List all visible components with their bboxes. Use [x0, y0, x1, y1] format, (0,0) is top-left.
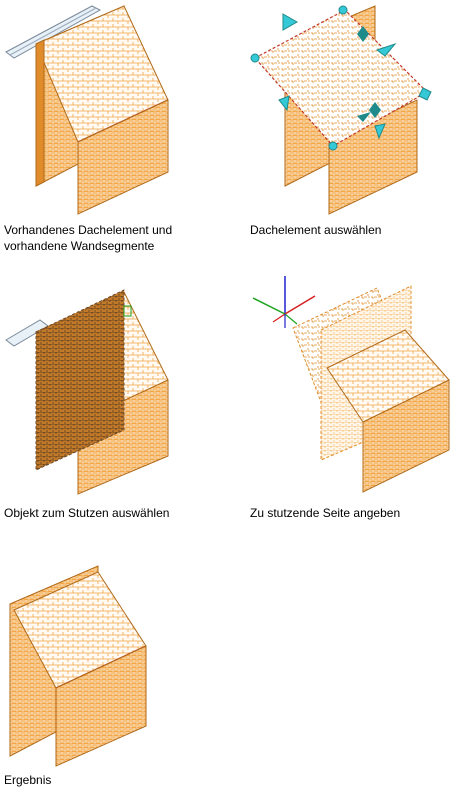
- step-5-panel: Ergebnis: [0, 560, 220, 790]
- step-2-caption: Dachelement auswählen: [250, 223, 382, 237]
- grip-arrow-icon[interactable]: [282, 13, 299, 31]
- step-4-panel: Zu stutzende Seite angeben: [245, 270, 462, 530]
- step-2-panel: Dachelement auswählen: [245, 0, 462, 260]
- grip-point-icon[interactable]: [250, 53, 260, 63]
- grip-point-icon[interactable]: [328, 141, 338, 151]
- step-2-illustration: [250, 5, 432, 215]
- grip-arrow-icon[interactable]: [375, 42, 397, 57]
- step-1-caption-line-1: Vorhandenes Dachelement und: [4, 223, 173, 237]
- grip-point-icon[interactable]: [338, 5, 348, 15]
- front-wall: [77, 99, 169, 215]
- overhang-roof-edge: [5, 5, 102, 59]
- grip-diamond-icon[interactable]: [369, 102, 381, 118]
- step-5-caption: Ergebnis: [4, 773, 52, 787]
- left-wall-face: [35, 39, 45, 187]
- grip-arrow-icon[interactable]: [357, 112, 371, 122]
- step-5-illustration: [9, 565, 147, 767]
- grips[interactable]: [250, 5, 432, 151]
- front-wall: [77, 379, 169, 495]
- grip-arrow-icon[interactable]: [374, 123, 386, 140]
- step-1-caption: Vorhandenes Dachelement und vorhandene W…: [4, 222, 172, 254]
- grip-arrow-icon[interactable]: [278, 95, 290, 112]
- grip-diamond-icon[interactable]: [357, 26, 369, 42]
- step-4-illustration: [252, 276, 450, 493]
- step-1-illustration: [5, 5, 169, 215]
- roof-slab: [326, 329, 450, 423]
- grip-square-icon[interactable]: [418, 87, 432, 101]
- step-3-panel: Objekt zum Stutzen auswählen: [0, 280, 220, 530]
- step-3-caption: Objekt zum Stutzen auswählen: [4, 506, 170, 520]
- step-4-caption: Zu stutzende Seite angeben: [250, 506, 401, 520]
- step-3-illustration: [5, 289, 169, 495]
- step-1-caption-line-2: vorhandene Wandsegmente: [4, 239, 155, 253]
- selected-wall[interactable]: [35, 289, 125, 471]
- ucs-icon: [252, 276, 316, 328]
- pick-box-icon[interactable]: [123, 305, 132, 317]
- step-1-panel: Vorhandenes Dachelement und vorhandene W…: [0, 0, 220, 260]
- front-wall: [55, 645, 147, 767]
